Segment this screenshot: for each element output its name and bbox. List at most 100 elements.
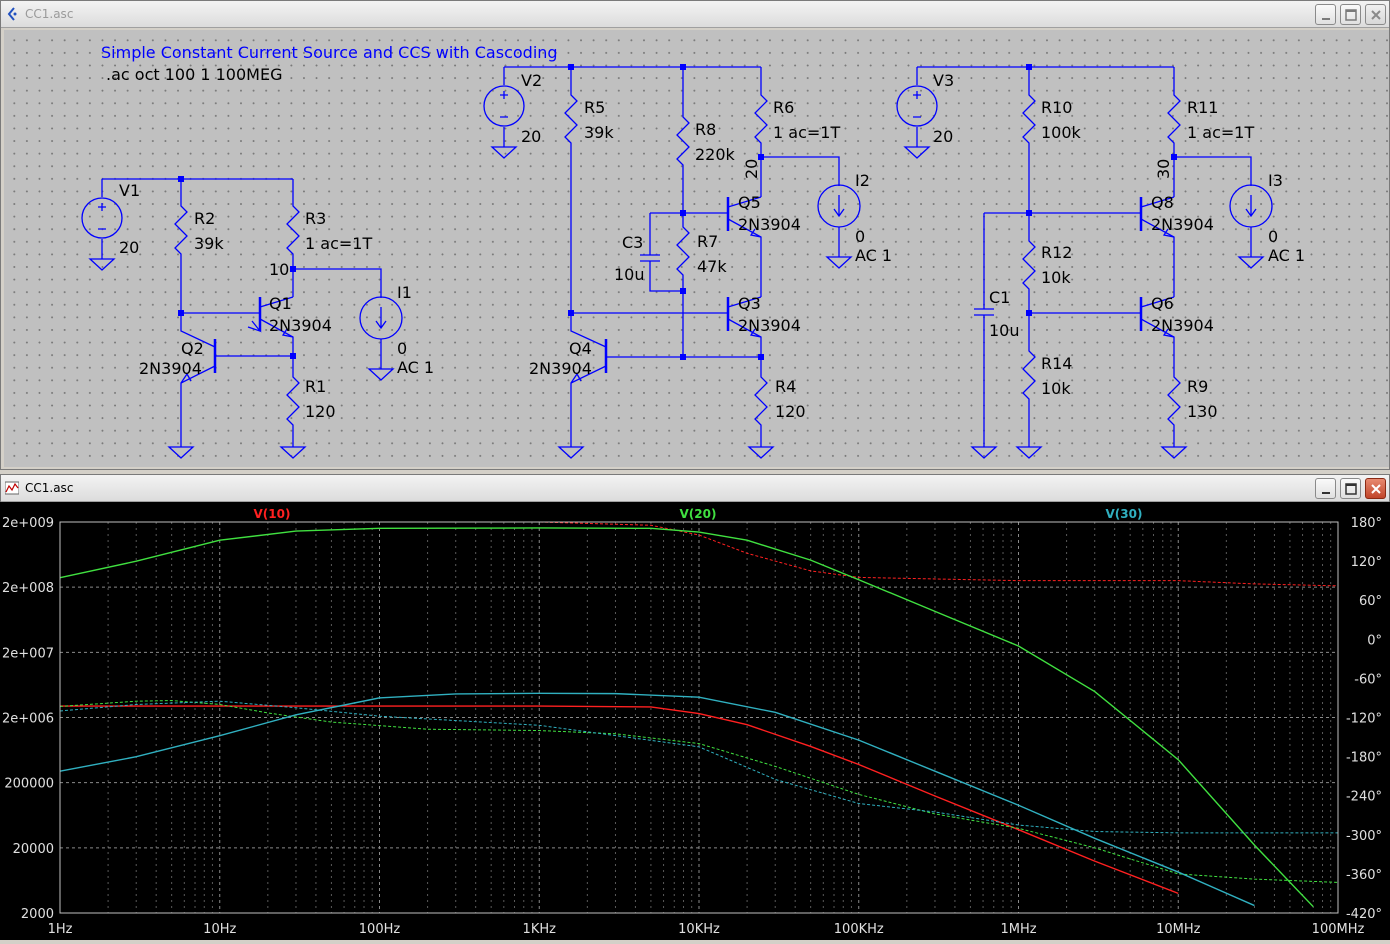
x-tick: 100Hz (359, 922, 401, 937)
label-I1-value: 0 (397, 339, 407, 358)
close-icon (1371, 484, 1381, 494)
trace-V(10)-magnitude (60, 705, 1179, 895)
schematic-titlebar[interactable]: CC1.asc (1, 1, 1389, 28)
plot-close-button[interactable] (1365, 478, 1386, 499)
label-I1: I1 (397, 283, 412, 302)
spice-directive[interactable]: .ac oct 100 1 100MEG (106, 65, 282, 84)
schematic-title: CC1.asc (25, 7, 74, 21)
x-tick: 10KHz (678, 922, 720, 937)
trace-V(30)-phase (59, 700, 1338, 834)
label-V1: V1 (119, 181, 140, 200)
label-R2: R2 (194, 209, 215, 228)
minimize-button[interactable] (1315, 4, 1336, 25)
label-V3-value: 20 (933, 127, 953, 146)
label-Q1: Q1 (269, 294, 292, 313)
label-R12: R12 (1041, 243, 1072, 262)
plot-maximize-button[interactable] (1340, 478, 1361, 499)
label-I3-value: 0 (1268, 227, 1278, 246)
label-R14: R14 (1041, 354, 1072, 373)
label-R2-value: 39k (194, 234, 224, 253)
label-Q5: Q5 (738, 193, 761, 212)
label-R3-value: 1 ac=1T (305, 234, 372, 253)
maximize-icon (1345, 9, 1357, 21)
label-Q2: Q2 (181, 339, 204, 358)
label-Q6: Q6 (1151, 294, 1174, 313)
plot-frame (59, 521, 1339, 914)
label-R10-value: 100k (1041, 123, 1082, 142)
y-tick-right: 60° (1359, 594, 1382, 609)
label-R12-value: 10k (1041, 268, 1071, 287)
label-I2-value: 0 (855, 227, 865, 246)
minimize-icon (1322, 18, 1330, 20)
label-R1-value: 120 (305, 402, 336, 421)
label-Q1-model: 2N3904 (269, 316, 332, 335)
label-R11: R11 (1187, 98, 1218, 117)
legend-V(30): V(30) (1106, 507, 1143, 521)
label-R5-value: 39k (584, 123, 614, 142)
label-R4-value: 120 (775, 402, 806, 421)
x-tick: 1MHz (1000, 922, 1036, 937)
label-V2-value: 20 (521, 127, 541, 146)
y-tick-right: -180° (1346, 751, 1382, 766)
label-R8-value: 220k (695, 145, 736, 164)
label-R14-value: 10k (1041, 379, 1071, 398)
y-tick-left: 2e+006 (2, 712, 54, 727)
label-R9-value: 130 (1187, 402, 1218, 421)
y-tick-left: 2e+009 (2, 516, 54, 531)
trace-V(30)-magnitude (59, 692, 1255, 907)
waveform-titlebar[interactable]: CC1.asc (1, 475, 1389, 502)
y-tick-left: 2e+008 (2, 581, 54, 596)
x-tick: 1KHz (523, 922, 557, 937)
close-icon (1371, 10, 1381, 20)
waveform-icon (5, 481, 19, 495)
label-C3-value: 10u (614, 265, 645, 284)
waveform-title: CC1.asc (25, 481, 74, 495)
label-node30: 30 (1154, 159, 1173, 179)
label-Q2-model: 2N3904 (139, 359, 202, 378)
y-tick-left: 20000 (13, 842, 54, 857)
label-V1-value: 20 (119, 238, 139, 257)
plot-minimize-button[interactable] (1315, 478, 1336, 499)
x-tick: 100KHz (834, 922, 884, 937)
schematic-canvas[interactable]: Simple Constant Current Source and CCS w… (4, 30, 1389, 467)
y-tick-right: 120° (1351, 555, 1382, 570)
trace-V(20)-phase (59, 700, 1339, 883)
schematic-icon (7, 7, 17, 21)
maximize-icon (1345, 483, 1357, 495)
label-Q4-model: 2N3904 (529, 359, 592, 378)
x-tick: 1Hz (48, 922, 73, 937)
bode-chart[interactable]: 2e+0092e+0082e+0072e+0062000002000020001… (0, 502, 1390, 940)
y-tick-right: -300° (1346, 829, 1382, 844)
y-tick-right: 180° (1351, 516, 1382, 531)
label-V3: V3 (933, 71, 954, 90)
label-R6-value: 1 ac=1T (773, 123, 840, 142)
label-R3: R3 (305, 209, 326, 228)
label-node10: 10 (269, 260, 289, 279)
label-R10: R10 (1041, 98, 1072, 117)
label-C3: C3 (622, 233, 643, 252)
label-V2: V2 (521, 71, 542, 90)
label-Q4: Q4 (569, 339, 592, 358)
label-I1-ac: AC 1 (397, 358, 434, 377)
label-R7-value: 47k (697, 257, 727, 276)
label-R11-value: 1 ac=1T (1187, 123, 1254, 142)
y-tick-right: -360° (1346, 868, 1382, 883)
label-I3: I3 (1268, 171, 1283, 190)
label-R4: R4 (775, 377, 796, 396)
close-button[interactable] (1365, 4, 1386, 25)
x-tick: 10Hz (203, 922, 236, 937)
label-I2-ac: AC 1 (855, 246, 892, 265)
y-tick-left: 200000 (4, 777, 54, 792)
label-node20: 20 (742, 159, 761, 179)
y-tick-right: -60° (1354, 672, 1382, 687)
label-Q3: Q3 (738, 294, 761, 313)
maximize-button[interactable] (1340, 4, 1361, 25)
label-R1: R1 (305, 377, 326, 396)
y-tick-right: -120° (1346, 712, 1382, 727)
schematic-window: CC1.asc (0, 0, 1390, 470)
label-Q3-model: 2N3904 (738, 316, 801, 335)
x-tick: 10MHz (1156, 922, 1201, 937)
label-Q8-model: 2N3904 (1151, 215, 1214, 234)
label-R6: R6 (773, 98, 794, 117)
